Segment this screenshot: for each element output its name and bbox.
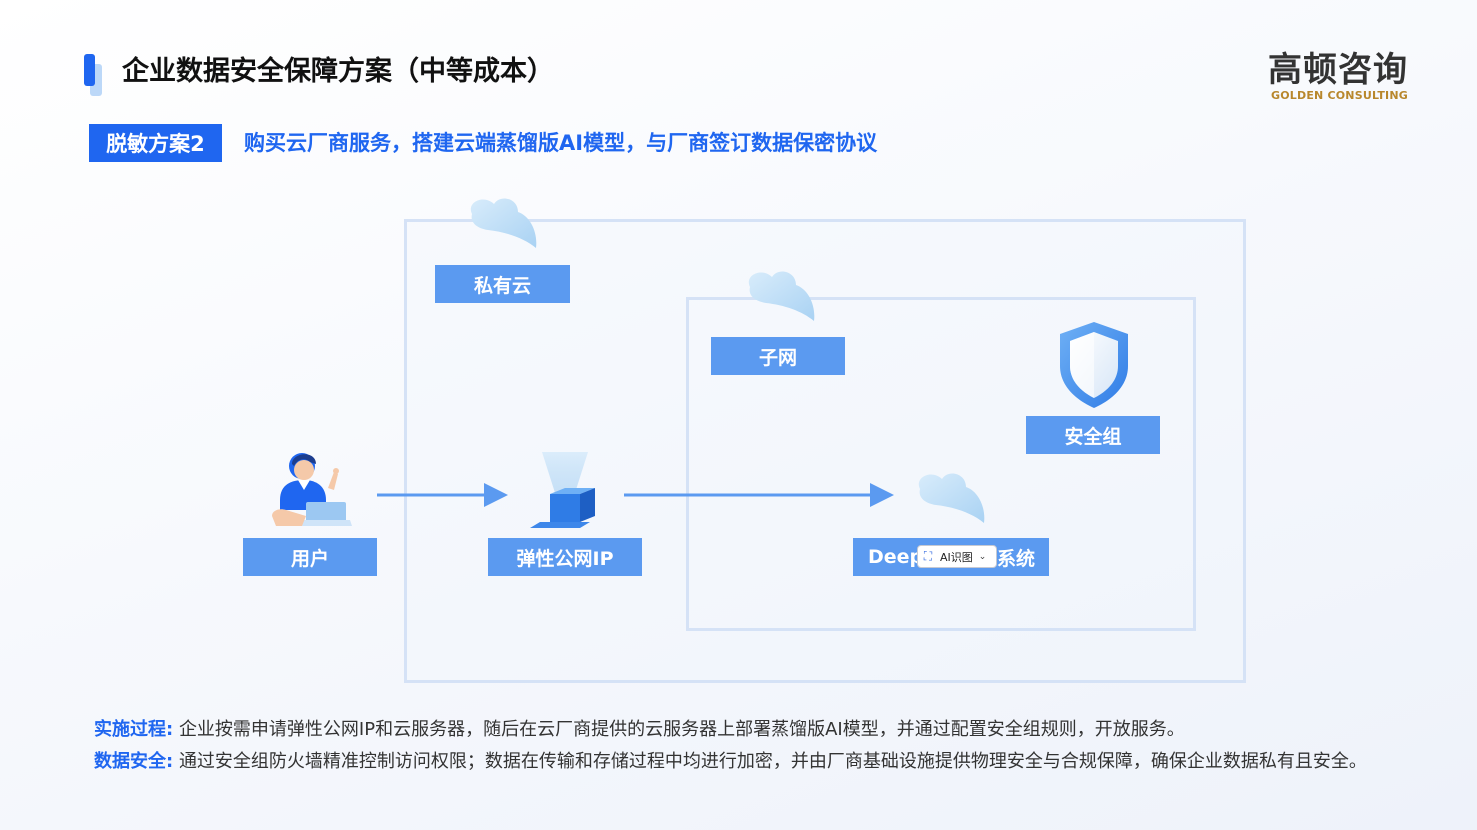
implementation-line: 实施过程: 企业按需申请弹性公网IP和云服务器，随后在云厂商提供的云服务器上部署… <box>94 717 1185 743</box>
cloud-icon-deepseek <box>918 473 985 523</box>
cloud-icon-private <box>470 198 537 248</box>
ai-recognize-button[interactable]: ⛶ AI识图 ⌄ <box>917 545 997 568</box>
scheme-tag: 脱敏方案2 <box>89 124 222 162</box>
data-security-key: 数据安全: <box>94 751 174 772</box>
user-icon <box>272 453 352 526</box>
chevron-down-icon[interactable]: ⌄ <box>978 551 987 562</box>
deepseek-label-prefix: Deep <box>868 546 924 568</box>
private-cloud-label: 私有云 <box>435 265 570 303</box>
logo-text-cn: 高顿咨询 <box>1268 50 1408 90</box>
subnet-label: 子网 <box>711 337 845 375</box>
scheme-subtitle: 购买云厂商服务，搭建云端蒸馏版AI模型，与厂商签订数据保密协议 <box>244 131 878 155</box>
ai-recognize-label: AI识图 <box>940 550 973 564</box>
cloud-icon-subnet <box>748 271 815 321</box>
user-label: 用户 <box>243 538 377 576</box>
subnet-frame <box>686 297 1196 631</box>
server-icon <box>530 452 595 528</box>
shield-icon <box>1060 322 1128 408</box>
title-accent <box>84 54 95 86</box>
implementation-key: 实施过程: <box>94 719 174 740</box>
elastic-ip-label: 弹性公网IP <box>488 538 642 576</box>
implementation-text: 企业按需申请弹性公网IP和云服务器，随后在云厂商提供的云服务器上部署蒸馏版AI模… <box>178 719 1185 740</box>
page-title: 企业数据安全保障方案（中等成本） <box>122 56 554 87</box>
logo-text-en: GOLDEN CONSULTING <box>1271 89 1408 102</box>
ai-scan-icon: ⛶ <box>923 549 933 563</box>
deepseek-label-suffix: 系统 <box>997 547 1036 570</box>
security-group-label: 安全组 <box>1026 416 1160 454</box>
data-security-text: 通过安全组防火墙精准控制访问权限；数据在传输和存储过程中均进行加密，并由厂商基础… <box>178 751 1367 772</box>
data-security-line: 数据安全: 通过安全组防火墙精准控制访问权限；数据在传输和存储过程中均进行加密，… <box>94 749 1367 775</box>
